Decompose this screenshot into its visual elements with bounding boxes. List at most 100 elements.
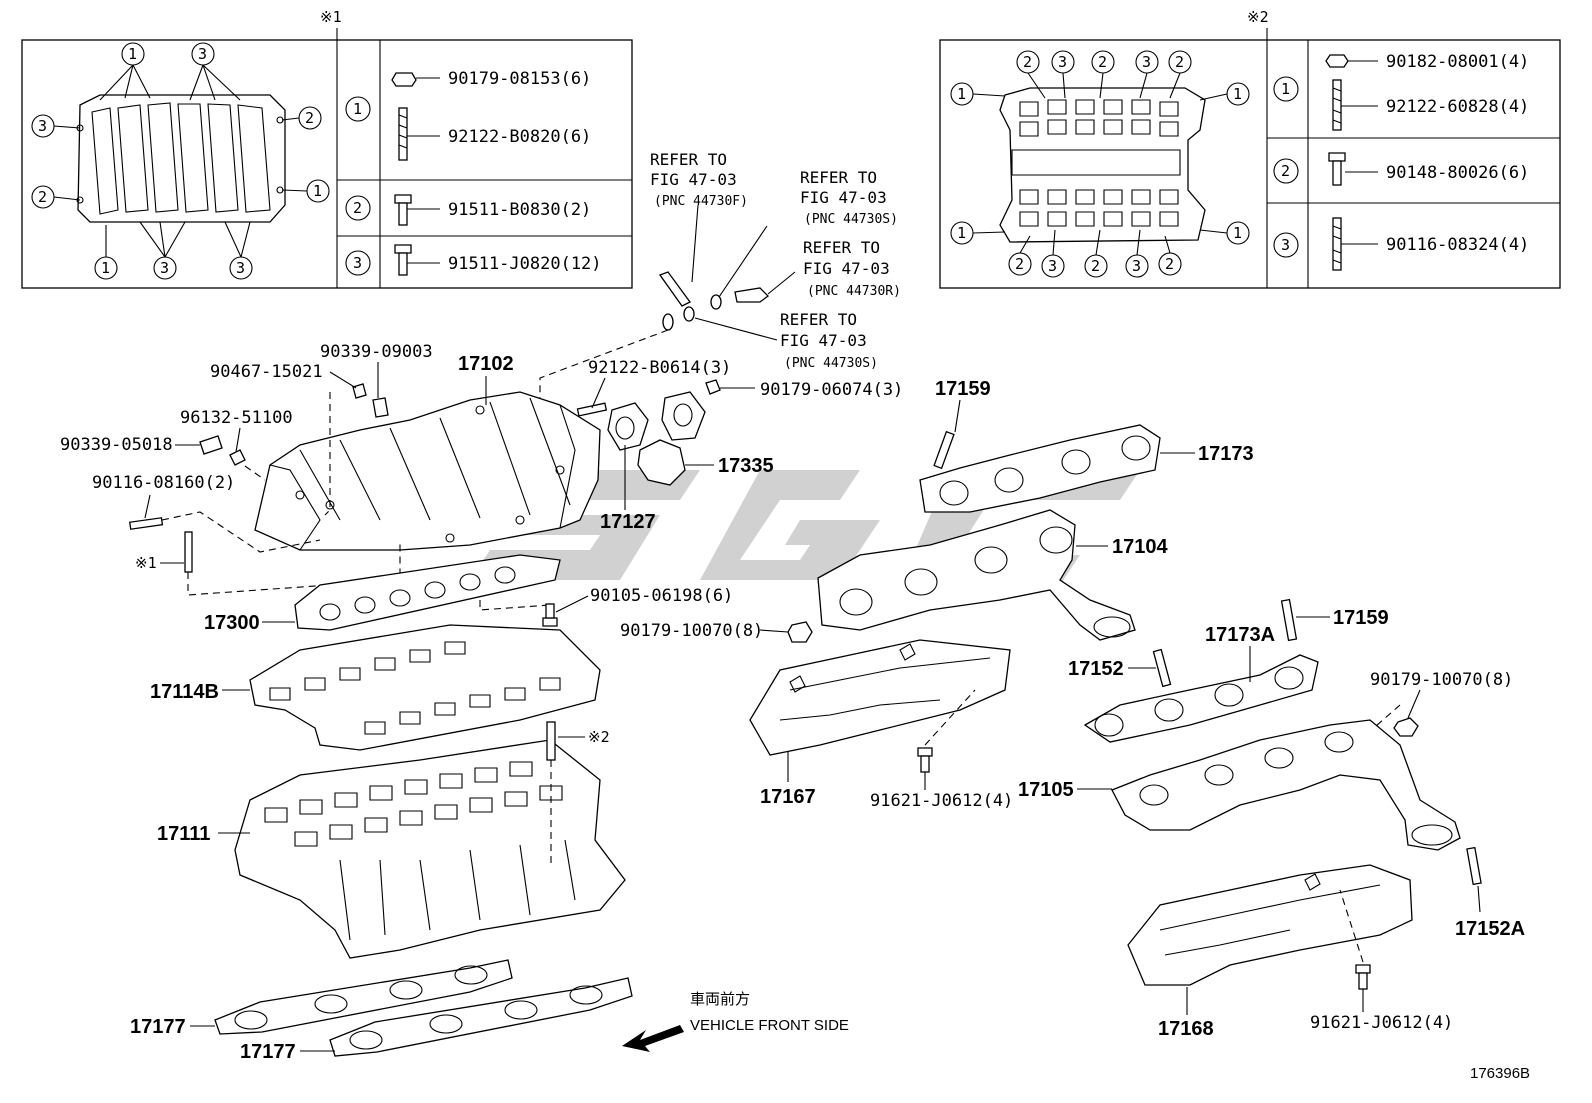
svg-text:3: 3 [1048,257,1057,275]
stud-17152A: 17152A [1455,846,1525,940]
stud-17159-a: 17159 [933,378,991,470]
svg-text:2: 2 [1165,255,1174,273]
label-90179-10070-b: 90179-10070(8) [1370,670,1513,690]
svg-text:1: 1 [101,259,110,277]
label-90339-09003: 90339-09003 [320,342,433,362]
inset2-frame [939,39,1561,289]
svg-text:2: 2 [1015,255,1024,273]
label-90116-08160: 90116-08160(2) [92,473,235,493]
inset1-row2-num: 2 [353,199,362,217]
label-17102: 17102 [458,353,514,375]
ref3-l2: FIG 47-03 [803,259,890,278]
ref4-l2: FIG 47-03 [780,331,867,350]
label-17159-b: 17159 [1333,607,1389,629]
inset1-row1-part1: 90179-08153(6) [448,69,591,89]
front-label-en: VEHICLE FRONT SIDE [690,1017,849,1034]
inset1-row3-num: 3 [353,254,362,272]
inset2-callouts: 2 3 2 3 2 1 1 1 1 2 3 2 3 2 [950,50,1250,278]
label-17114B: 17114B [150,681,219,703]
label-17335: 17335 [718,455,774,477]
svg-text:2: 2 [1023,53,1032,71]
bolt-90105-06198: 90105-06198(6) [542,586,733,627]
stud-17152: 17152 [1068,648,1172,688]
inset1-row3-part: 91511-J0820(12) [448,254,602,274]
inset1-row2-part: 91511-B0830(2) [448,200,591,220]
inset-1: ※1 1 3 3 2 2 1 1 3 3 1 2 [21,8,633,289]
inset1-row1-num: 1 [353,100,362,118]
small-fittings-upper-left [129,383,389,573]
inset2-row1-part2: 92122-60828(4) [1386,97,1529,117]
label-90179-10070-a: 90179-10070(8) [620,621,763,641]
label-17300: 17300 [204,612,260,634]
ref3-l1: REFER TO [803,238,880,257]
label-17111: 17111 [157,823,210,845]
ref2-l3: (PNC 44730S) [804,212,898,227]
inset1-manifold-drawing [76,94,286,223]
label-note2: ※2 [588,728,610,746]
label-17173: 17173 [1198,443,1254,465]
inset1-frame [21,39,633,289]
svg-text:1: 1 [128,45,137,63]
nut-90179-10070-b: 90179-10070(8) [1359,670,1513,741]
svg-text:3: 3 [38,117,47,135]
svg-text:2: 2 [38,188,47,206]
part-17168-heat-insulator: 17168 [1127,864,1413,1040]
plenum-callouts: 90339-09003 90467-15021 17102 96132-5110… [60,342,514,596]
label-90467-15021: 90467-15021 [210,362,323,382]
svg-text:1: 1 [1233,85,1242,103]
part-17173A-gasket: 17173A [1083,624,1319,743]
label-91621-J0612-a: 91621-J0612(4) [870,791,1013,811]
ref4-l3: (PNC 44730S) [784,356,878,371]
label-17105: 17105 [1018,779,1074,801]
svg-text:3: 3 [198,45,207,63]
label-note1: ※1 [135,554,157,572]
part-17335-valve [576,379,721,486]
label-17159-a: 17159 [935,378,991,400]
svg-text:1: 1 [313,182,322,200]
ref1-l2: FIG 47-03 [650,170,737,189]
label-17168: 17168 [1158,1018,1214,1040]
inset-2: ※2 2 3 2 3 2 1 1 1 1 2 3 2 3 [939,8,1561,289]
svg-text:1: 1 [957,224,966,242]
valve-callouts: 92122-B0614(3) 90179-06074(3) 17335 1712… [588,358,903,533]
svg-text:2: 2 [1091,257,1100,275]
part-17102-intake-plenum [254,391,601,551]
label-90105-06198: 90105-06198(6) [590,586,733,606]
front-label-jp: 車両前方 [690,990,750,1008]
part-17177-gaskets: 17177 17177 [130,959,633,1063]
label-17152: 17152 [1068,658,1124,680]
label-17127: 17127 [600,511,656,533]
ref1-l3: (PNC 44730F) [654,194,748,209]
inset2-row2-num: 2 [1281,162,1290,180]
part-17300-gasket: 17300 [204,554,561,634]
label-17152A: 17152A [1455,918,1525,940]
label-17104: 17104 [1112,536,1168,558]
label-17177-a: 17177 [130,1016,186,1038]
front-arrow-icon [622,1025,684,1052]
part-17173-gasket: 17173 [919,424,1254,513]
inset2-manifold-drawing [999,87,1206,243]
svg-text:2: 2 [1175,53,1184,71]
part-17104-exhaust-manifold: 17104 [817,509,1168,641]
inset2-row3-part: 90116-08324(4) [1386,235,1529,255]
svg-text:1: 1 [1233,224,1242,242]
ref4-l1: REFER TO [780,310,857,329]
label-90339-05018: 90339-05018 [60,435,173,455]
label-96132-51100: 96132-51100 [180,408,293,428]
inset2-row1-part1: 90182-08001(4) [1386,52,1529,72]
bolt-91621-J0612-b: 91621-J0612(4) [1310,889,1453,1033]
ref3-l3: (PNC 44730R) [807,284,901,299]
inset1-table: 1 2 3 90179-08153(6) 92122-B0820(6) 9151… [345,69,602,276]
inset1-callouts: 1 3 3 2 2 1 1 3 3 [31,42,330,280]
svg-text:3: 3 [1142,53,1151,71]
svg-text:2: 2 [305,109,314,127]
label-91621-J0612-b: 91621-J0612(4) [1310,1013,1453,1033]
inset2-row3-num: 3 [1281,236,1290,254]
ref2-l1: REFER TO [800,168,877,187]
inset1-note: ※1 [320,8,342,26]
pcv-hose-union [658,271,691,307]
label-90179-06074: 90179-06074(3) [760,380,903,400]
inset2-row1-num: 1 [1281,80,1290,98]
vehicle-front-indicator: 車両前方 VEHICLE FRONT SIDE [622,990,849,1052]
